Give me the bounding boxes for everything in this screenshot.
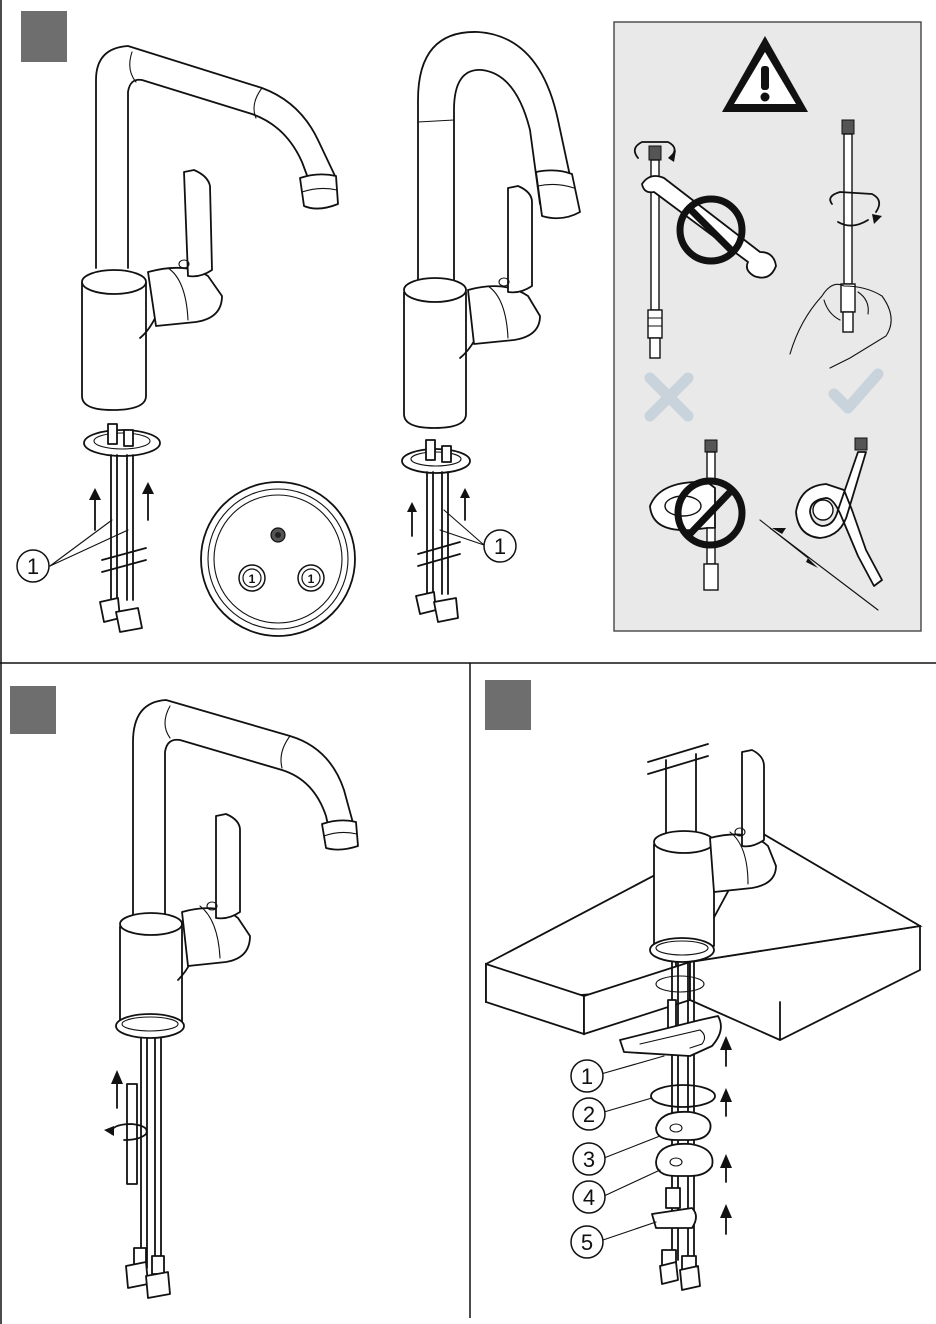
faucet-square-spout [82,46,338,410]
hose-assembly-step2 [104,1038,170,1298]
callout-1-left-label: 1 [27,554,39,579]
disc-callout-a: 1 [249,572,256,586]
faucet-step2 [116,700,358,1038]
callout-1-right-label: 1 [494,534,506,559]
callout-step3-5: 5 [581,1230,593,1255]
step-box-2 [10,686,56,734]
step-box-3 [485,680,531,730]
step-box-1 [21,11,67,62]
callout-list-step3: 1 2 3 4 5 [571,1060,605,1258]
callout-step3-1: 1 [581,1064,593,1089]
faucet-curved-spout [404,32,580,428]
callout-step3-3: 3 [583,1147,595,1172]
disc-callout-b: 1 [308,572,315,586]
callout-step3-2: 2 [583,1102,595,1127]
callout-1-right: 1 [484,530,516,562]
base-plate-top-view: 1 1 [201,482,355,636]
hose-assembly-right [402,440,484,622]
callout-1-left: 1 [17,550,49,582]
hose-assembly-left [50,424,160,632]
callout-step3-4: 4 [583,1185,595,1210]
warning-panel [614,22,921,631]
